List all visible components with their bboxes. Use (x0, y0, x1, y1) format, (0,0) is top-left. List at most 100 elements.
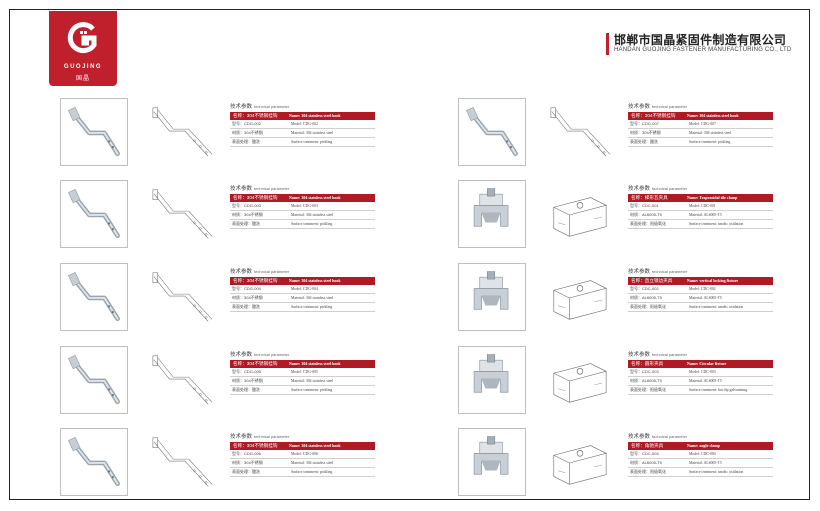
spec-material-cn: 材质：AL6005-T5 (630, 212, 662, 217)
product-photo (60, 263, 128, 331)
spec-title-cn: 技术参数 (230, 352, 253, 358)
spec-name-en: Name: angle clamp (687, 443, 720, 448)
spec-name-en: Name: 304 stainless steel hook (289, 361, 341, 366)
product-drawing (146, 432, 216, 494)
spec-name-cn: 名称：304不锈钢挂钩 (233, 278, 278, 283)
spec-title-en: technical parameter (652, 352, 688, 357)
spec-name-cn: 名称：角驰夹具 (631, 443, 664, 448)
product-photo (60, 428, 128, 496)
spec-surface-en: Surface treatment: anodic oxidation (689, 305, 744, 309)
spec-row-model: 型号：CDG-003 Model: CDG-003 (230, 202, 375, 211)
spec-row-material: 材质：AL6005-T5 Material: AL6005-T5 (628, 377, 773, 386)
hook-photo-icon (61, 347, 127, 413)
spec-material-en: Material: AL6005-T5 (689, 379, 722, 383)
spec-material-cn: 材质：304不锈钢 (232, 212, 263, 217)
hook-photo-icon (61, 99, 127, 165)
spec-material-cn: 材质：304不锈钢 (232, 130, 263, 135)
spec-material-en: Material: AL6005-T5 (689, 296, 722, 300)
spec-name-bar: 名称：圆形夹具 Name: Circular fixture (628, 360, 773, 368)
spec-surface-cn: 表面处理：酸洗 (630, 139, 658, 144)
spec-name-cn: 名称：304不锈钢挂钩 (233, 361, 278, 366)
product-photo (458, 98, 526, 166)
clamp-drawing-icon (553, 363, 607, 403)
logo-g-icon (67, 22, 97, 54)
spec-model-en: Model: CDG-007 (689, 122, 716, 126)
spec-model-cn: 型号：CDG-003 (232, 203, 261, 208)
spec-name-cn: 名称：梯形瓦夹具 (631, 195, 668, 200)
spec-surface-en: Surface treatment: anodic oxidation (689, 470, 744, 474)
spec-name-en: Name: Circular fixture (687, 361, 727, 366)
spec-material-en: Material: 304 stainless steel (291, 461, 334, 465)
spec-surface-cn: 表面处理：酸洗 (232, 304, 260, 309)
spec-name-cn: 名称：圆形夹具 (631, 361, 664, 366)
spec-material-cn: 材质：AL6005-T5 (630, 460, 662, 465)
product-photo (458, 180, 526, 248)
spec-surface-en: Surface treatment: pickling (291, 388, 333, 392)
spec-model-en: Model: CDG-003 (291, 204, 318, 208)
clamp-photo-icon (473, 271, 509, 310)
spec-row-surface: 表面处理：阳极氧化 Surface treatment: anodic oxida… (628, 220, 773, 229)
product-photo (60, 346, 128, 414)
hook-photo-icon (61, 429, 127, 495)
company-accent-bar (606, 33, 609, 55)
hook-drawing-icon (152, 355, 213, 405)
spec-name-en: Name: Trapezoidal tile clamp (687, 195, 738, 200)
spec-title-cn: 技术参数 (230, 186, 253, 192)
hook-drawing-icon (152, 272, 213, 322)
product-photo (60, 98, 128, 166)
spec-name-en: Name: 304 stainless steel hook (289, 195, 341, 200)
spec-material-cn: 材质：AL6005-T5 (630, 378, 662, 383)
hook-photo-icon (459, 99, 525, 165)
spec-material-en: Material: 304 stainless steel (291, 379, 334, 383)
spec-name-cn: 名称：304不锈钢挂钩 (233, 443, 278, 448)
spec-name-en: Name: 304 stainless steel hook (289, 278, 341, 283)
spec-surface-cn: 表面处理：酸洗 (232, 139, 260, 144)
spec-model-en: Model: CDC-003 (689, 370, 716, 374)
spec-material-cn: 材质：304不锈钢 (232, 295, 263, 300)
spec-surface-en: Surface treatment: pickling (291, 305, 333, 309)
clamp-drawing-icon (553, 280, 607, 320)
spec-title-en: technical parameter (254, 269, 290, 274)
spec-title-en: technical parameter (652, 104, 688, 109)
spec-surface-en: Surface treatment: anodic oxidation (689, 222, 744, 226)
spec-material-en: Material: 304 stainless steel (689, 131, 732, 135)
spec-title-en: technical parameter (254, 352, 290, 357)
spec-surface-en: Surface treatment: pickling (689, 140, 731, 144)
product-drawing (146, 267, 216, 329)
spec-surface-cn: 表面处理：阳极氧化 (630, 221, 666, 226)
hook-drawing-icon (550, 107, 611, 157)
spec-title-en: technical parameter (652, 434, 688, 439)
spec-surface-en: Surface treatment: hot dip galvanizing (689, 388, 748, 392)
spec-title-cn: 技术参数 (628, 434, 651, 440)
spec-model-cn: 型号：CDC-003 (630, 369, 659, 374)
spec-model-cn: 型号：CDG-006 (232, 451, 261, 456)
spec-name-en: Name: 304 stainless steel hook (687, 113, 739, 118)
spec-title-en: technical parameter (254, 104, 290, 109)
